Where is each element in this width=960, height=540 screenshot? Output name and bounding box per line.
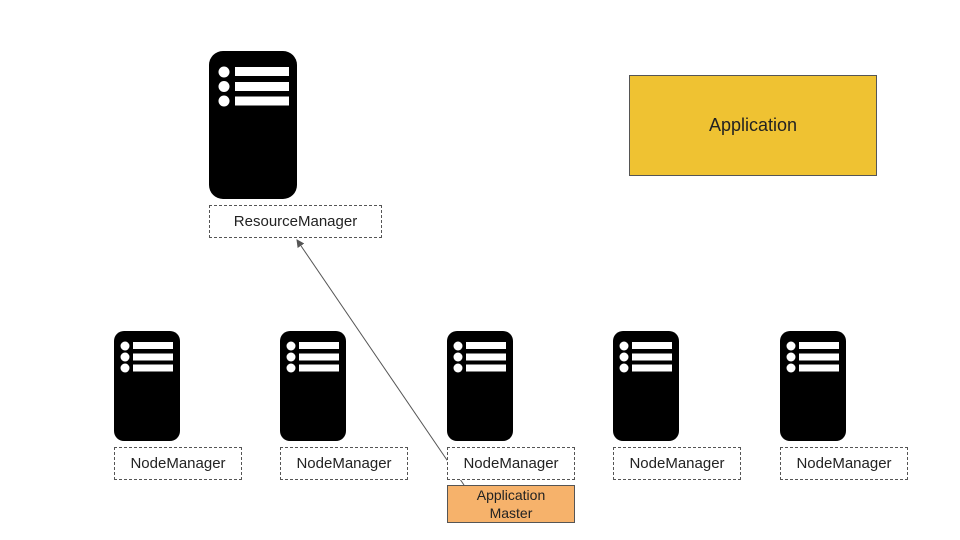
node-manager-server-icon	[780, 331, 846, 441]
node-manager-server-icon	[114, 331, 180, 441]
application-master-label-line2: Master	[489, 505, 533, 521]
application-master-box: Application Master	[447, 485, 575, 523]
node-manager-label: NodeManager	[613, 447, 741, 480]
application-master-label-line1: Application	[476, 487, 546, 503]
node-manager-server-icon	[280, 331, 346, 441]
node-manager-label: NodeManager	[114, 447, 242, 480]
resource-manager-label: ResourceManager	[209, 205, 382, 238]
application-label: Application	[708, 115, 798, 135]
application-box: Application	[629, 75, 877, 176]
node-manager-label: NodeManager	[780, 447, 908, 480]
node-manager-server-icon	[447, 331, 513, 441]
resource-manager-server-icon	[209, 51, 297, 199]
node-manager-label: NodeManager	[280, 447, 408, 480]
node-manager-label: NodeManager	[447, 447, 575, 480]
node-manager-server-icon	[613, 331, 679, 441]
